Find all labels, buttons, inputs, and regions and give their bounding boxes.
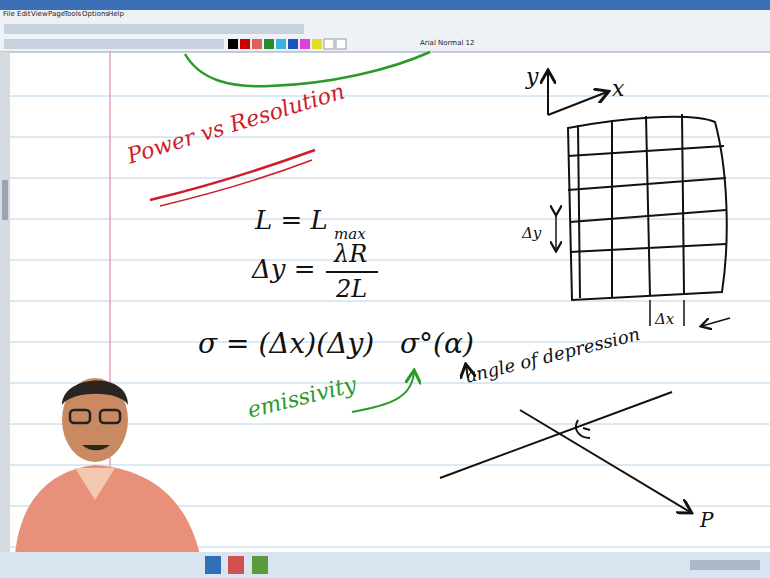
- dx-bracket: [650, 300, 684, 326]
- toolbar-icons: [4, 24, 346, 49]
- pointer: [702, 318, 730, 326]
- axis-label: x: [612, 78, 624, 100]
- equation: σ = (Δx)(Δy): [198, 330, 374, 358]
- axis-label: y: [526, 66, 538, 88]
- menu-item: Tools: [64, 11, 81, 18]
- resolution-grid: [568, 114, 727, 300]
- y-axis: [547, 72, 549, 115]
- menu-item: Options: [82, 11, 109, 18]
- font-box: Arial Normal 12: [420, 40, 475, 47]
- x-axis: [548, 92, 607, 115]
- equation: L = L: [255, 207, 328, 233]
- angle-figure: [440, 392, 690, 512]
- title-bar: [0, 0, 770, 10]
- menu-item: File: [3, 11, 15, 18]
- menu-item: Help: [108, 11, 124, 18]
- toolbar: [0, 10, 770, 52]
- point-label: P: [700, 510, 713, 530]
- menu-item: Edit: [17, 11, 31, 18]
- equation: σ°(α): [400, 330, 474, 358]
- dimension: Δy: [522, 226, 541, 241]
- leader-arrow: [352, 372, 414, 412]
- scroll-strip: [0, 52, 10, 552]
- menu-item: Page: [48, 11, 65, 18]
- underline: [150, 150, 315, 200]
- dy-arrow: [555, 214, 557, 250]
- presenter: [15, 378, 200, 555]
- heading: Power vs Resolution: [125, 80, 347, 167]
- annotation: angle of depression: [464, 325, 642, 386]
- curve: [185, 52, 430, 86]
- annotation: emissivity: [245, 373, 358, 421]
- numerator: λR: [334, 242, 367, 266]
- fraction-bar: [326, 271, 378, 273]
- dimension: Δx: [655, 312, 674, 327]
- taskbar: [0, 552, 770, 578]
- denominator: 2L: [336, 277, 367, 301]
- menu-item: View: [31, 11, 48, 18]
- equation: Δy =: [252, 256, 316, 282]
- subscript: max: [334, 227, 366, 242]
